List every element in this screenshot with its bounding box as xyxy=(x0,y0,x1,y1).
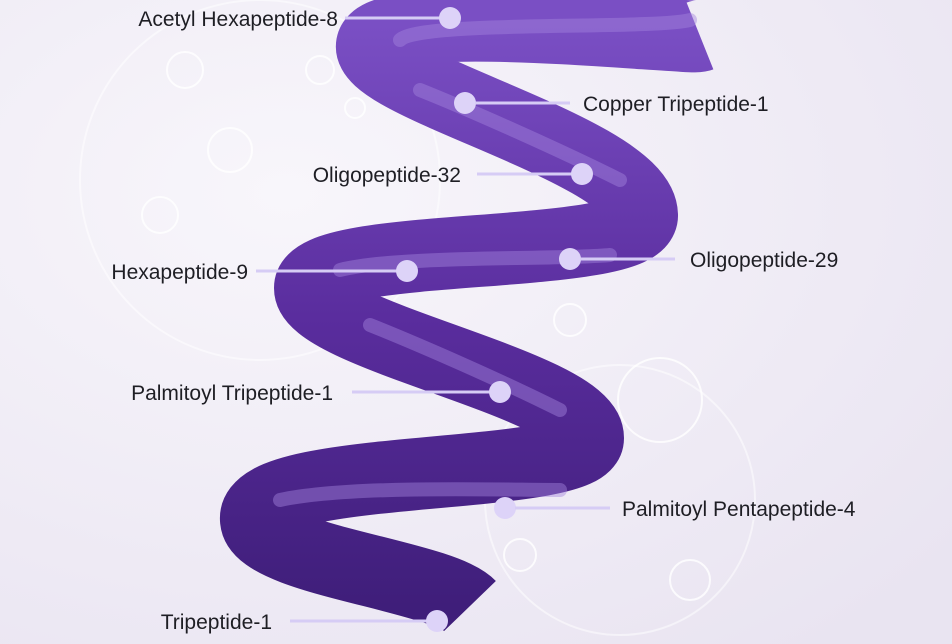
label-text: Oligopeptide-32 xyxy=(313,164,461,187)
label-palmitoyl-tripeptide-1: Palmitoyl Tripeptide-1 xyxy=(131,381,511,405)
helix xyxy=(220,0,713,635)
marker-dot xyxy=(439,7,461,29)
label-palmitoyl-pentapeptide-4: Palmitoyl Pentapeptide-4 xyxy=(494,497,856,521)
marker-dot xyxy=(571,163,593,185)
label-acetyl-hexapeptide-8: Acetyl Hexapeptide-8 xyxy=(138,7,461,31)
marker-dot xyxy=(454,92,476,114)
label-text: Tripeptide-1 xyxy=(161,611,272,634)
marker-dot xyxy=(559,248,581,270)
marker-dot xyxy=(396,260,418,282)
label-text: Acetyl Hexapeptide-8 xyxy=(138,8,338,31)
marker-dot xyxy=(489,381,511,403)
label-text: Copper Tripeptide-1 xyxy=(583,93,769,116)
label-oligopeptide-32: Oligopeptide-32 xyxy=(313,163,593,187)
label-text: Palmitoyl Pentapeptide-4 xyxy=(622,498,856,521)
label-hexapeptide-9: Hexapeptide-9 xyxy=(111,260,418,284)
label-copper-tripeptide-1: Copper Tripeptide-1 xyxy=(454,92,769,116)
label-text: Oligopeptide-29 xyxy=(690,249,838,272)
marker-dot xyxy=(426,610,448,632)
label-text: Hexapeptide-9 xyxy=(111,261,248,284)
marker-dot xyxy=(494,497,516,519)
label-oligopeptide-29: Oligopeptide-29 xyxy=(559,248,838,272)
label-text: Palmitoyl Tripeptide-1 xyxy=(131,382,333,405)
label-tripeptide-1: Tripeptide-1 xyxy=(161,610,448,634)
